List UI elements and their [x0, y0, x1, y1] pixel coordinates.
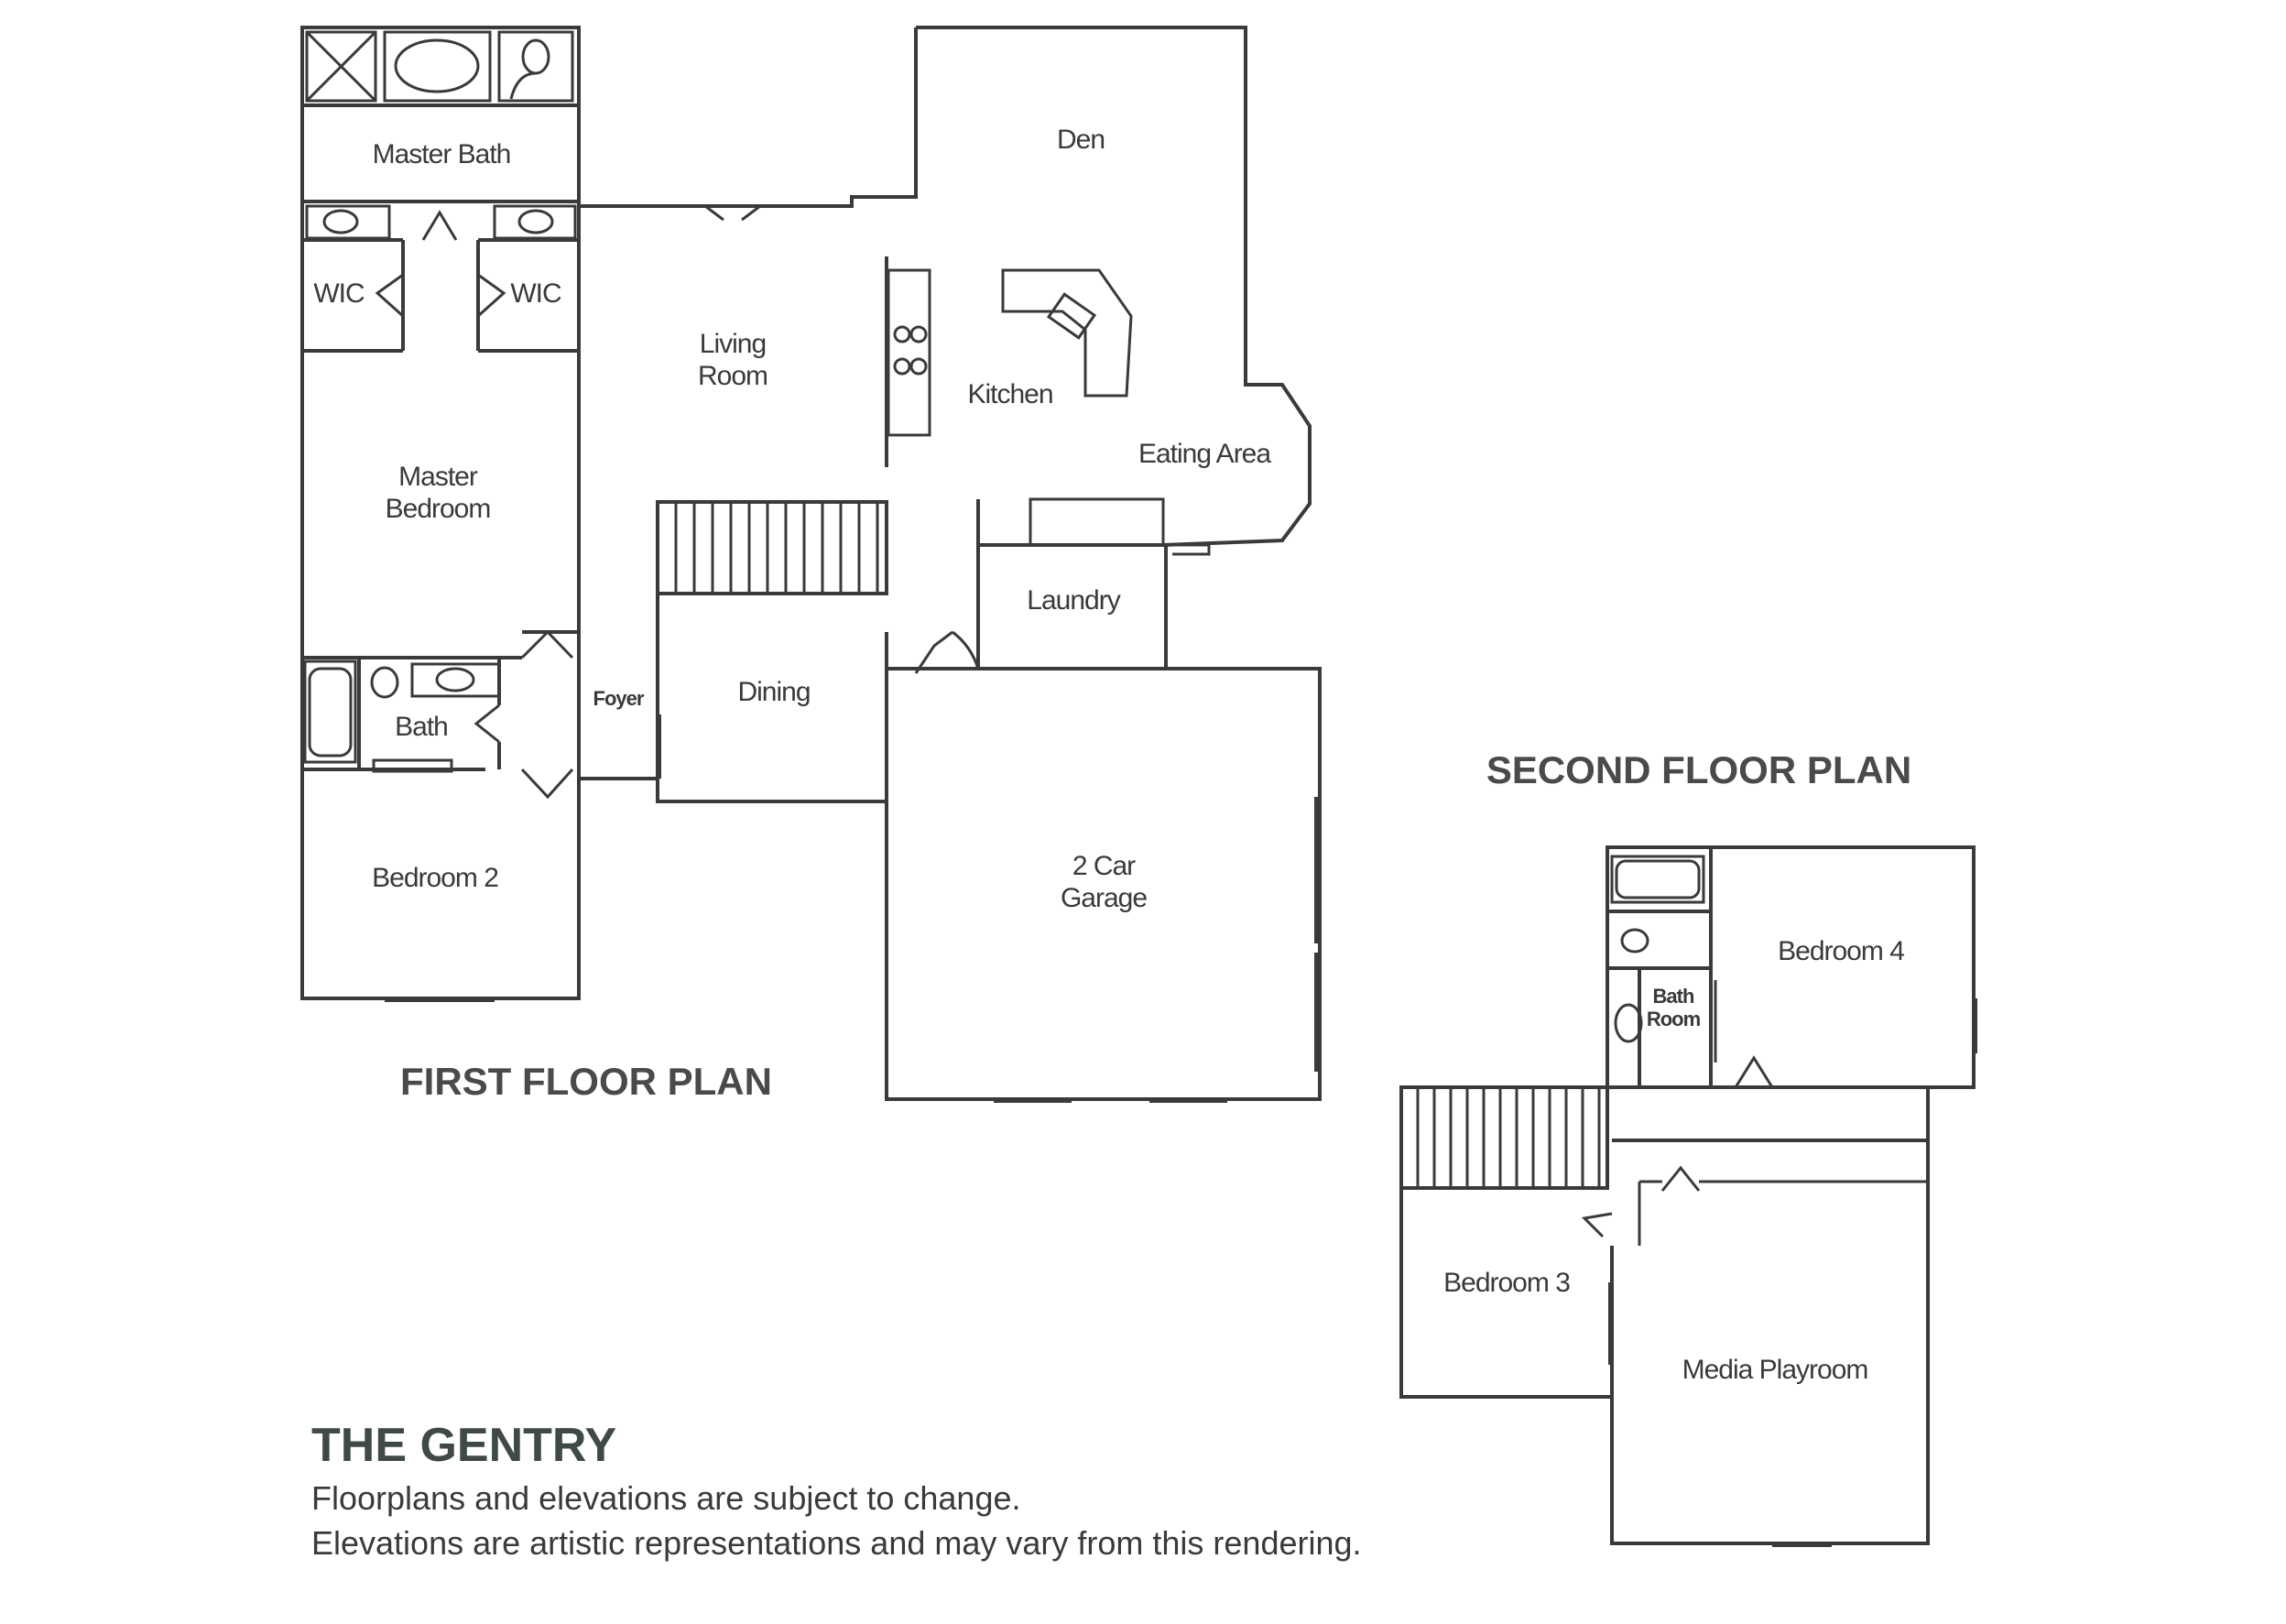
- media-playroom-outline: [1610, 1085, 1930, 1545]
- room-label-foyer: Foyer: [593, 687, 645, 710]
- footer: THE GENTRY Floorplans and elevations are…: [311, 1419, 1362, 1562]
- room-label-den: Den: [1057, 125, 1105, 155]
- room-label-living-2: Room: [698, 361, 767, 391]
- room-label-kitchen: Kitchen: [967, 379, 1052, 409]
- toilet-fixture: [521, 38, 550, 75]
- stair-treads: [674, 502, 879, 594]
- second-floor-stairs: [1399, 1085, 1609, 1190]
- plan-brand-title: THE GENTRY: [311, 1419, 616, 1472]
- room-label-garage-1: 2 Car: [1072, 851, 1136, 881]
- den-outline: [916, 26, 1312, 547]
- first-floor-stairs: [656, 500, 888, 595]
- room-label-bath-room-2: Room: [1647, 1008, 1701, 1030]
- room-label-master-bath: Master Bath: [373, 139, 511, 169]
- room-label-wic-right: WIC: [510, 278, 561, 309]
- shower-fixture: [305, 30, 377, 103]
- first-floor-plan: Master Bath WIC WIC Master Bedroom Bath …: [300, 26, 1322, 1103]
- room-label-bedroom-4: Bedroom 4: [1778, 936, 1904, 966]
- second-floor-plan: SECOND FLOOR PLAN: [1399, 748, 1977, 1547]
- room-label-bath: Bath: [395, 712, 448, 742]
- second-floor-title: SECOND FLOOR PLAN: [1486, 748, 1911, 791]
- tub-fixture: [383, 30, 492, 103]
- room-label-bedroom-3: Bedroom 3: [1443, 1268, 1570, 1298]
- room-label-eating-area: Eating Area: [1138, 439, 1271, 469]
- first-floor-title: FIRST FLOOR PLAN: [400, 1060, 772, 1103]
- room-label-living-1: Living: [700, 329, 766, 359]
- room-label-bedroom-2: Bedroom 2: [372, 863, 498, 893]
- room-label-dining: Dining: [737, 677, 810, 707]
- room-label-garage-2: Garage: [1061, 883, 1147, 913]
- kitchen-island: [1001, 268, 1133, 398]
- disclaimer-line-1: Floorplans and elevations are subject to…: [311, 1479, 1021, 1517]
- room-label-bath-room-1: Bath: [1653, 985, 1694, 1008]
- room-label-laundry: Laundry: [1027, 585, 1120, 616]
- upstairs-tub: [1610, 855, 1705, 904]
- disclaimer-line-2: Elevations are artistic representations …: [311, 1524, 1362, 1562]
- garage-outline: [885, 667, 1322, 1101]
- kitchen-counter: [887, 268, 931, 437]
- second-floor-stair-treads: [1416, 1087, 1601, 1188]
- room-label-master-bedroom-1: Master: [398, 462, 478, 492]
- bathtub-fixture: [303, 659, 357, 764]
- room-label-media-playroom: Media Playroom: [1682, 1355, 1868, 1385]
- room-label-wic-left: WIC: [313, 278, 365, 309]
- room-label-master-bedroom-2: Bedroom: [386, 494, 491, 524]
